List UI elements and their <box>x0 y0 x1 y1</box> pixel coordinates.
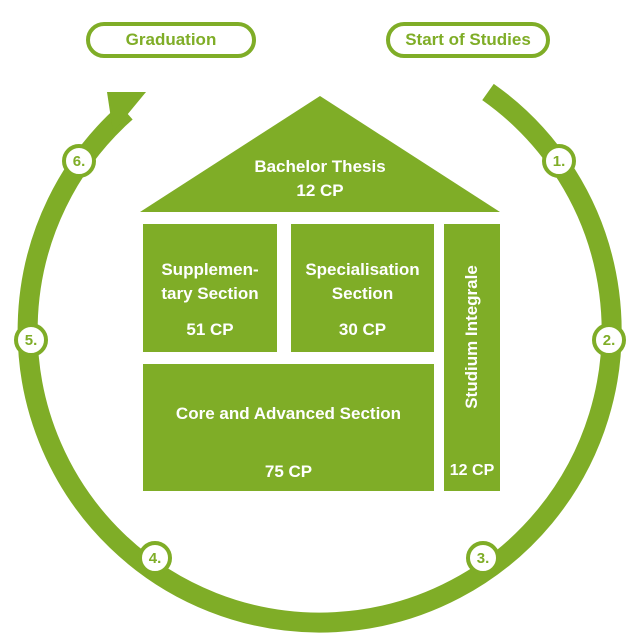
bachelor-thesis-title: Bachelor Thesis <box>254 157 386 176</box>
start-of-studies-label: Start of Studies <box>405 30 531 49</box>
supplementary-section-cp: 51 CP <box>186 320 234 339</box>
step-label-5: 5. <box>24 331 38 349</box>
studium-integrale-cp: 12 CP <box>449 462 495 479</box>
step-badge-4: 4. <box>138 541 172 575</box>
core-advanced-section-name: Core and Advanced Section <box>175 404 402 423</box>
studium-integrale-name-wrap: Studium Integrale <box>444 232 500 442</box>
step-badge-1: 1. <box>542 144 576 178</box>
step-label-1: 1. <box>552 152 566 170</box>
step-label-3: 3. <box>476 549 490 567</box>
studium-integrale-name: Studium Integrale <box>462 265 482 409</box>
graduation-label: Graduation <box>125 30 217 49</box>
start-of-studies-pill: Start of Studies <box>386 22 550 58</box>
supplementary-section-name: Supplemen- tary Section <box>161 260 259 303</box>
step-badge-2: 2. <box>592 323 626 357</box>
step-label-2: 2. <box>602 331 616 349</box>
step-label-6: 6. <box>72 152 86 170</box>
core-advanced-section-cp: 75 CP <box>264 462 313 481</box>
studium-integrale-section <box>444 224 500 491</box>
step-badge-6: 6. <box>62 144 96 178</box>
bachelor-thesis-block: Bachelor Thesis 12 CP <box>140 155 500 203</box>
supplementary-section: Supplemen- tary Section 51 CP <box>143 224 277 352</box>
specialisation-section-cp: 30 CP <box>338 320 387 339</box>
bachelor-thesis-cp: 12 CP <box>296 181 344 200</box>
core-advanced-section: Core and Advanced Section 75 CP <box>143 364 434 491</box>
specialisation-section-name: Specialisation Section <box>305 260 420 303</box>
roof-shape <box>140 96 500 212</box>
cycle-arrowhead-icon <box>107 92 146 132</box>
step-badge-3: 3. <box>466 541 500 575</box>
graduation-pill: Graduation <box>86 22 256 58</box>
step-badge-5: 5. <box>14 323 48 357</box>
step-label-4: 4. <box>148 549 162 567</box>
cycle-arc-path <box>17 83 622 633</box>
specialisation-section: Specialisation Section 30 CP <box>291 224 434 352</box>
